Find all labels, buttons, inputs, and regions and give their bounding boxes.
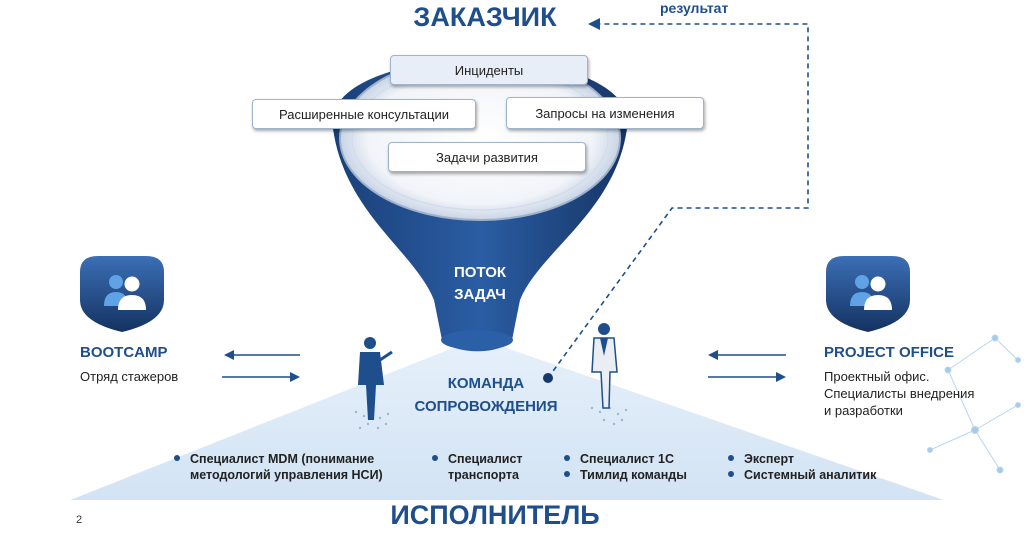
- team-label: КОМАНДА СОПРОВОЖДЕНИЯ: [398, 372, 574, 418]
- role-1c-line: Специалист 1С: [580, 452, 675, 466]
- role-system-analyst-line: Системный аналитик: [744, 468, 877, 482]
- role-team-lead: Тимлид команды: [564, 467, 720, 483]
- team-line1: КОМАНДА: [447, 375, 525, 392]
- bootcamp-text: Отряд стажеров: [80, 369, 179, 384]
- project-office-line3: и разработки: [824, 403, 903, 418]
- role-1c-specialist: Специалист 1С: [564, 451, 720, 467]
- funnel-item-incidents: Инциденты: [390, 55, 588, 85]
- arrow-left-icon: [708, 350, 786, 360]
- executor-title: ИСПОЛНИТЕЛЬ: [390, 500, 600, 530]
- project-office-text: Проектный офис. Специалисты внедрения и …: [824, 368, 1014, 419]
- result-arrow: [547, 23, 809, 379]
- executor-base-band: [0, 500, 1024, 548]
- team-dot: [543, 373, 553, 383]
- role-mdm-line2: методологий управления НСИ): [190, 468, 383, 482]
- bullet-icon: [728, 455, 734, 461]
- funnel-item-change-requests: Запросы на изменения: [506, 97, 704, 129]
- arrow-right-icon: [708, 372, 786, 382]
- bullet-icon: [174, 455, 180, 461]
- project-office-line2: Специалисты внедрения: [824, 386, 975, 401]
- task-flow-label: ПОТОК ЗАДАЧ: [420, 262, 540, 306]
- funnel-item-development-tasks: Задачи развития: [388, 142, 586, 172]
- funnel-tip: [441, 330, 513, 350]
- team-line2: СОПРОВОЖДЕНИЯ: [414, 398, 558, 415]
- task-flow-line1: ПОТОК: [453, 264, 507, 281]
- role-transport-line1: Специалист: [448, 452, 523, 466]
- bootcamp-title: BOOTCAMP: [80, 344, 168, 361]
- person-icon: [590, 323, 628, 426]
- bullet-icon: [432, 455, 438, 461]
- page-number: 2: [76, 514, 83, 526]
- role-system-analyst: Системный аналитик: [728, 467, 904, 483]
- funnel-item-consultations: Расширенные консультации: [252, 99, 476, 129]
- bullet-icon: [564, 471, 570, 477]
- customer-title: ЗАКАЗЧИК: [413, 2, 557, 32]
- project-office-title: PROJECT OFFICE: [824, 344, 955, 361]
- bullet-icon: [728, 471, 734, 477]
- executor-base: [0, 338, 1024, 528]
- role-expert-line: Эксперт: [744, 452, 795, 466]
- role-expert: Эксперт: [728, 451, 894, 467]
- role-transport-line2: транспорта: [448, 468, 519, 482]
- role-mdm-specialist: Специалист MDM (понимание методологий уп…: [174, 451, 410, 483]
- role-team-lead-line: Тимлид команды: [580, 468, 687, 482]
- users-icon: [80, 256, 164, 332]
- person-icon: [354, 337, 393, 430]
- role-transport-specialist: Специалист транспорта: [432, 451, 558, 483]
- result-label: результат: [660, 0, 729, 16]
- task-flow-line2: ЗАДАЧ: [454, 286, 506, 303]
- role-mdm-line1: Специалист MDM (понимание: [190, 452, 375, 466]
- result-arrowhead: [588, 18, 600, 30]
- network-decoration: [927, 334, 1021, 474]
- project-office-line1: Проектный офис.: [824, 369, 930, 384]
- bullet-icon: [564, 455, 570, 461]
- users-icon: [826, 256, 910, 332]
- arrow-right-icon: [222, 372, 300, 382]
- arrow-left-icon: [224, 350, 300, 360]
